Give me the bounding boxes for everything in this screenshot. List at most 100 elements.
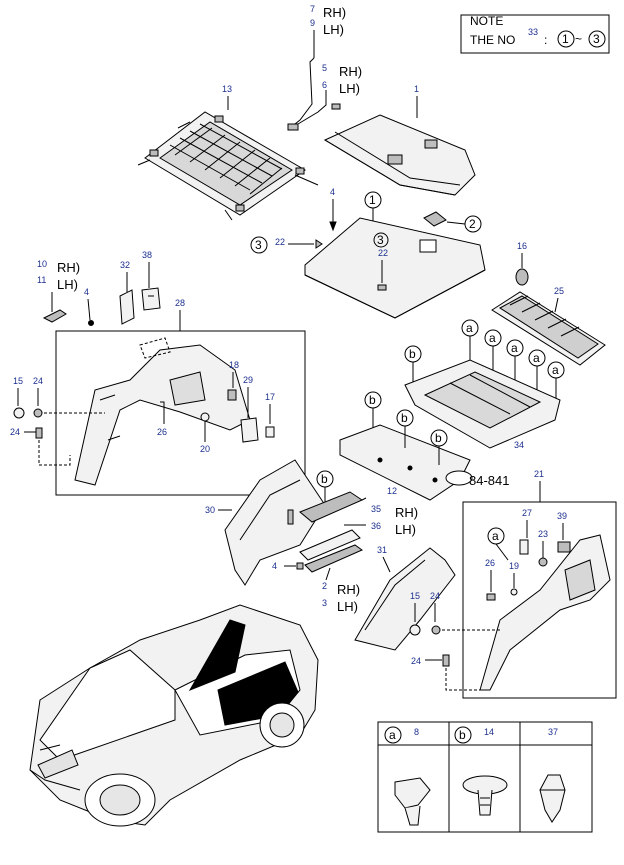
part-wire-group: 7 9 RH) LH) 5 6 RH) LH) <box>287 4 362 131</box>
note-range-end: 3 <box>593 32 600 46</box>
side-lh-9: LH) <box>323 22 344 37</box>
part-number-24-right-a: 24 <box>430 591 440 601</box>
part-number-5: 5 <box>322 63 327 73</box>
floor-board-group: 4 1 3 2 3 22 22 <box>250 187 486 319</box>
note-sup: 33 <box>528 27 538 37</box>
part-number-27: 27 <box>522 508 532 518</box>
svg-text::: : <box>544 33 547 47</box>
circle-a-3: a <box>511 341 518 355</box>
part-number-12: 12 <box>387 486 397 496</box>
circle-label-1: 1 <box>369 193 376 207</box>
circle-b-2: b <box>369 393 376 407</box>
part-number-31: 31 <box>377 545 387 555</box>
circle-b-4: b <box>435 431 442 445</box>
note-range-sep: ~ <box>575 32 582 46</box>
part-number-11: 11 <box>37 275 46 285</box>
part-number-29: 29 <box>243 375 253 385</box>
ref-code: 84-841 <box>469 473 509 488</box>
fastener-legend: a 8 b 14 37 <box>377 721 593 833</box>
side-rh-2: RH) <box>337 582 360 597</box>
part-number-24-left-a: 24 <box>33 376 43 386</box>
side-lh-3: LH) <box>337 599 358 614</box>
circle-a-6: a <box>492 529 499 543</box>
part-1-tonneau-cover: 1 <box>323 84 476 196</box>
part-2-3-sill: 4 2 3 RH) LH) <box>272 544 364 614</box>
legend-num-b: 14 <box>484 727 494 737</box>
part-number-23: 23 <box>538 529 548 539</box>
side-rh-10: RH) <box>57 260 80 275</box>
part-number-17: 17 <box>265 392 275 402</box>
part-10-11-bracket: 10 11 RH) LH) 4 <box>37 259 94 326</box>
part-number-34: 34 <box>514 440 524 450</box>
part-number-4-top: 4 <box>330 187 335 197</box>
part-number-9: 9 <box>310 18 315 28</box>
circle-label-2: 2 <box>469 217 476 231</box>
legend-num-a: 8 <box>414 727 419 737</box>
circle-a-4: a <box>533 351 540 365</box>
left-fasteners: 15 24 24 <box>10 376 105 466</box>
circle-a-1: a <box>466 321 473 335</box>
part-number-3: 3 <box>322 598 327 608</box>
part-number-2: 2 <box>322 581 327 591</box>
part-number-32: 32 <box>120 260 130 270</box>
circle-a-2: a <box>489 331 496 345</box>
right-fasteners: 15 24 24 <box>409 591 500 691</box>
vehicle-illustration <box>29 604 319 827</box>
note-range-start: 1 <box>562 32 569 46</box>
note-title: NOTE <box>470 14 503 28</box>
part-number-28: 28 <box>175 298 185 308</box>
part-number-30: 30 <box>205 505 215 515</box>
side-rh-5: RH) <box>339 64 362 79</box>
part-number-7: 7 <box>310 4 315 14</box>
part-number-22-left: 22 <box>275 237 285 247</box>
part-30-trim: 30 <box>205 459 326 586</box>
part-number-25: 25 <box>554 286 564 296</box>
part-number-13: 13 <box>222 84 232 94</box>
part-number-15-right: 15 <box>410 591 420 601</box>
part-25-scuff-plate: 16 25 <box>491 241 606 366</box>
part-number-1: 1 <box>414 84 419 94</box>
part-number-35: 35 <box>371 504 381 514</box>
circle-b-5: b <box>321 472 328 486</box>
part-number-39: 39 <box>557 511 567 521</box>
part-32-38-brackets: 32 38 <box>119 250 161 325</box>
part-number-4-lower: 4 <box>272 561 277 571</box>
side-rh-35: RH) <box>395 505 418 520</box>
legend-circle-a: a <box>389 728 396 742</box>
part-number-20: 20 <box>200 444 210 454</box>
part-number-16: 16 <box>517 241 527 251</box>
part-number-26-right: 26 <box>485 558 495 568</box>
legend-circle-b: b <box>459 728 466 742</box>
part-number-26-left: 26 <box>157 427 167 437</box>
circle-label-3: 3 <box>255 238 262 252</box>
circle-b-3: b <box>401 411 408 425</box>
part-number-24-right-b: 24 <box>411 656 421 666</box>
part-13-luggage-net: 13 <box>137 84 319 221</box>
part-31-trim: 31 <box>354 545 456 651</box>
part-number-19: 19 <box>509 561 519 571</box>
part-number-18: 18 <box>229 360 239 370</box>
note-text: THE NO <box>470 33 515 47</box>
part-number-36: 36 <box>371 521 381 531</box>
side-lh-11: LH) <box>57 277 78 292</box>
side-lh-36: LH) <box>395 522 416 537</box>
part-number-21: 21 <box>534 469 544 479</box>
part-number-10: 10 <box>37 259 47 269</box>
parts-35-36: b 35 36 RH) LH) <box>299 470 418 561</box>
circle-a-5: a <box>552 363 559 377</box>
part-number-15-left: 15 <box>13 376 23 386</box>
circle-label-3-inner: 3 <box>377 233 384 247</box>
part-number-22-center: 22 <box>378 248 388 258</box>
part-number-4-left: 4 <box>84 287 89 297</box>
center-under-tray: a a a a a b b b b 34 12 84-841 <box>339 319 565 501</box>
legend-num-c: 37 <box>548 727 558 737</box>
part-number-24-left-b: 24 <box>10 427 20 437</box>
side-lh-6: LH) <box>339 81 360 96</box>
note-box: NOTE THE NO 33 : 1 ~ 3 <box>460 14 610 54</box>
side-rh-7: RH) <box>323 5 346 20</box>
part-number-38: 38 <box>142 250 152 260</box>
circle-b-1: b <box>409 347 416 361</box>
left-trim-box: 28 18 29 17 26 20 <box>55 298 306 496</box>
right-trim-box: 21 27 23 39 a 26 19 <box>462 469 617 699</box>
